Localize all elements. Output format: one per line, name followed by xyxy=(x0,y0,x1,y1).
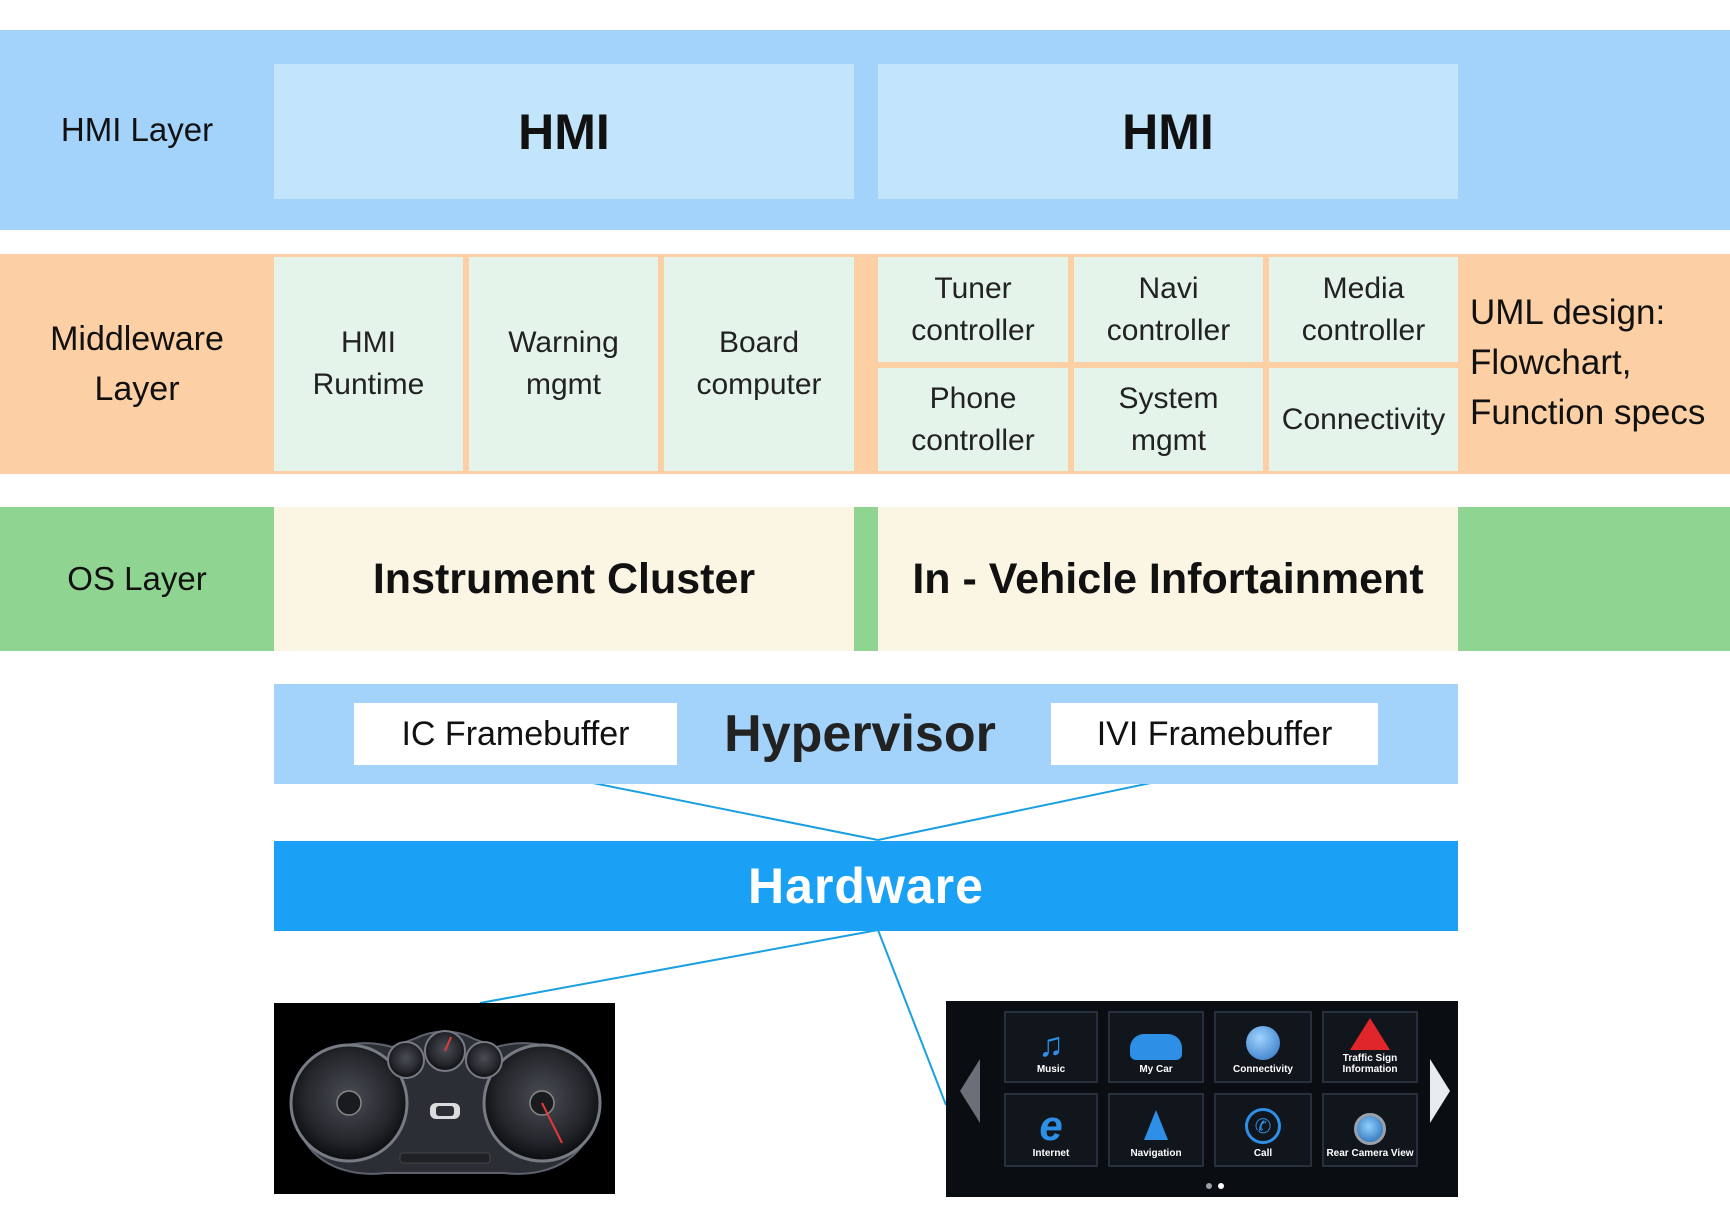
ivi-framebuffer-box: IVI Framebuffer xyxy=(1051,703,1378,765)
ivi-tile-label: Connectivity xyxy=(1232,1064,1293,1075)
hmi-layer-label: HMI Layer xyxy=(60,111,214,148)
music-note-icon: ♫ xyxy=(1038,1026,1064,1064)
hypervisor-title: Hypervisor xyxy=(724,705,996,763)
middleware-cell-navi-controller: Navi controller xyxy=(1074,257,1263,362)
middleware-cell-system-mgmt: System mgmt xyxy=(1074,368,1263,471)
middleware-layer-label-text: Middleware Layer xyxy=(50,320,224,408)
middleware-cell-phone-controller: Phone controller xyxy=(878,368,1068,471)
os-layer-label: OS Layer xyxy=(67,560,207,597)
ivi-tile-label: Navigation xyxy=(1130,1148,1182,1159)
globe-icon xyxy=(1246,1026,1280,1060)
ivi-left-arrow-icon xyxy=(960,1059,980,1123)
internet-explorer-icon: e xyxy=(1039,1102,1063,1149)
ivi-page-dot xyxy=(1206,1183,1212,1189)
middleware-cell-board-computer: Board computer xyxy=(664,257,854,471)
hmi-box-infotainment: HMI xyxy=(878,64,1458,199)
middleware-cell-media-controller: Media controller xyxy=(1269,257,1458,362)
phone-icon: ✆ xyxy=(1245,1108,1281,1144)
hmi-box-cluster: HMI xyxy=(274,64,854,199)
instrument-cluster-box: Instrument Cluster xyxy=(274,507,854,651)
infotainment-screen: ♫ Music My Car Connectivity Traffic Sign… xyxy=(946,1001,1458,1197)
ivi-tile-rear-camera: Rear Camera View xyxy=(1322,1093,1418,1167)
car-icon xyxy=(1130,1034,1182,1060)
navigation-arrow-icon xyxy=(1144,1110,1168,1140)
ivi-tile-connectivity: Connectivity xyxy=(1214,1011,1312,1083)
ivi-tile-internet: e Internet xyxy=(1004,1093,1098,1167)
hardware-band: Hardware xyxy=(274,841,1458,931)
ivi-tile-label: Traffic Sign Information xyxy=(1342,1053,1398,1075)
middleware-layer-label: Middleware Layer xyxy=(20,254,254,474)
ivi-tile-traffic-sign: Traffic Sign Information xyxy=(1322,1011,1418,1083)
traffic-sign-icon xyxy=(1350,1018,1390,1050)
ivi-tile-label: Rear Camera View xyxy=(1326,1148,1414,1159)
hardware-to-cluster-connector xyxy=(479,929,879,1004)
instrument-cluster-gauges xyxy=(289,1030,602,1175)
ic-framebuffer-box: IC Framebuffer xyxy=(354,703,677,765)
ivi-tile-music: ♫ Music xyxy=(1004,1011,1098,1083)
hardware-to-ivi-connector xyxy=(877,929,947,1106)
middleware-cell-hmi-runtime: HMI Runtime xyxy=(274,257,463,471)
ivi-tile-call: ✆ Call xyxy=(1214,1093,1312,1167)
middleware-cell-connectivity: Connectivity xyxy=(1269,368,1458,471)
ivi-tile-navigation: Navigation xyxy=(1108,1093,1204,1167)
ivi-tile-label: Internet xyxy=(1032,1148,1070,1159)
uml-design-note: UML design: Flowchart, Function specs xyxy=(1470,293,1706,432)
instrument-cluster-screen xyxy=(274,1003,615,1194)
middleware-cell-tuner-controller: Tuner controller xyxy=(878,257,1068,362)
infotainment-box: In - Vehicle Infortainment xyxy=(878,507,1458,651)
ivi-tile-label: Music xyxy=(1036,1064,1066,1075)
camera-icon xyxy=(1354,1113,1386,1145)
ivi-tile-label: My Car xyxy=(1139,1064,1173,1075)
ivi-right-arrow-icon xyxy=(1430,1059,1450,1123)
middleware-cell-warning-mgmt: Warning mgmt xyxy=(469,257,658,471)
ivi-page-dot-active xyxy=(1218,1183,1224,1189)
ivi-tile-my-car: My Car xyxy=(1108,1011,1204,1083)
ivi-tile-label: Call xyxy=(1253,1148,1273,1159)
